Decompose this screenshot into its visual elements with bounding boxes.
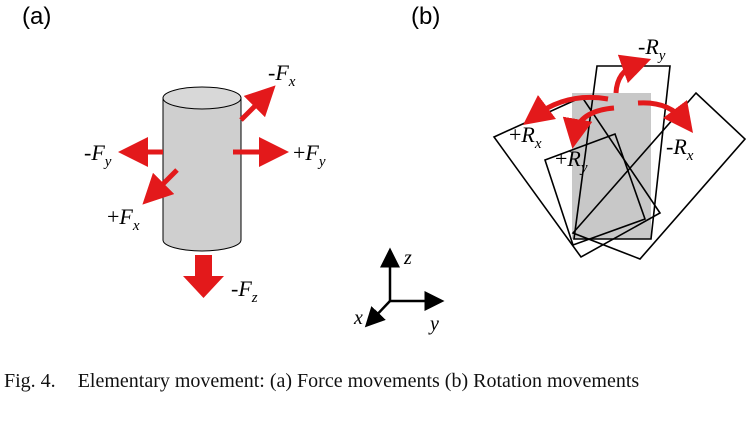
axis-triad-icon [364, 247, 445, 328]
panel-label-a: (a) [22, 3, 51, 30]
figure-caption: Fig. 4. Elementary movement: (a) Force mo… [4, 370, 744, 393]
cylinder-body-icon [162, 86, 242, 252]
label-pos-fy: +Fy [293, 140, 326, 170]
label-pos-fx: +Fx [107, 204, 140, 234]
label-neg-rx: -Rx [666, 134, 694, 164]
caption-number: Fig. 4. [4, 370, 56, 392]
label-neg-fy: -Fy [84, 140, 112, 170]
axis-label-z: z [403, 247, 412, 269]
label-pos-ry: +Ry [555, 146, 588, 176]
figure-4: (a) (b) -Fx -Fy +Fy +Fx -Fz -Ry +Rx +R [22, 3, 747, 335]
label-neg-ry: -Ry [638, 34, 666, 64]
label-neg-fx: -Fx [268, 60, 296, 90]
rotation-arrow-pos-ry [562, 105, 615, 149]
axis-label-y: y [428, 313, 439, 335]
force-arrow-neg-fx [239, 85, 276, 122]
tilted-plate-right [571, 91, 747, 260]
rotation-body-icon [492, 65, 747, 260]
rotation-arrow-pos-rx [522, 94, 609, 125]
rotation-arrow-neg-ry [613, 54, 652, 94]
panel-label-b: (b) [411, 3, 440, 30]
force-arrow-pos-fx [142, 168, 179, 205]
force-arrow-neg-fz [183, 255, 224, 298]
axis-label-x: x [353, 307, 363, 329]
caption-text: Elementary movement: (a) Force movements… [77, 370, 640, 392]
label-neg-fz: -Fz [231, 276, 258, 306]
rotation-arrow-neg-rx [637, 99, 694, 133]
label-pos-rx: +Rx [509, 122, 542, 152]
